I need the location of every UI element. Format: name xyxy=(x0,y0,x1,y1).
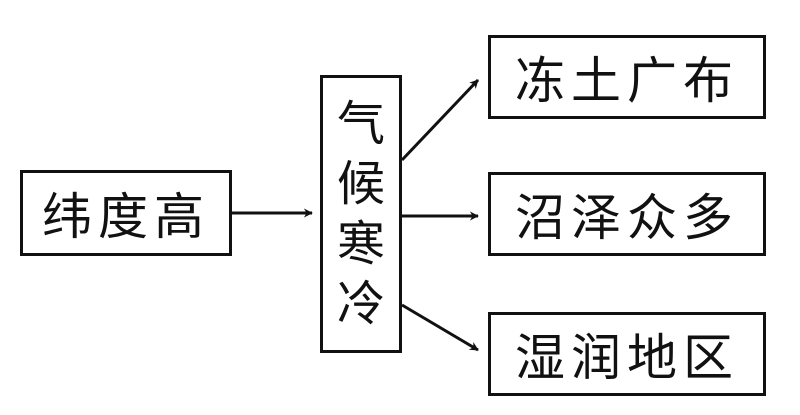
effect-label-permafrost: 冻土广布 xyxy=(515,52,739,110)
arrow-climate-to-effect-1 xyxy=(400,78,480,162)
arrow-climate-to-effect-3 xyxy=(401,303,479,352)
climate-char-4: 冷 xyxy=(336,276,385,332)
climate-char-3: 寒 xyxy=(336,216,385,272)
climate-char-2: 候 xyxy=(336,156,385,212)
effect-box-permafrost: 冻土广布 xyxy=(488,35,766,119)
climate-char-1: 气 xyxy=(336,96,385,152)
climate-box: 气 候 寒 冷 xyxy=(320,75,402,353)
effect-box-humid-region: 湿润地区 xyxy=(488,312,766,396)
cause-box: 纬度高 xyxy=(20,170,232,256)
cause-label: 纬度高 xyxy=(42,188,210,246)
effect-label-swamps: 沼泽众多 xyxy=(515,189,739,247)
effect-label-humid-region: 湿润地区 xyxy=(515,329,739,387)
effect-box-swamps: 沼泽众多 xyxy=(488,172,766,256)
